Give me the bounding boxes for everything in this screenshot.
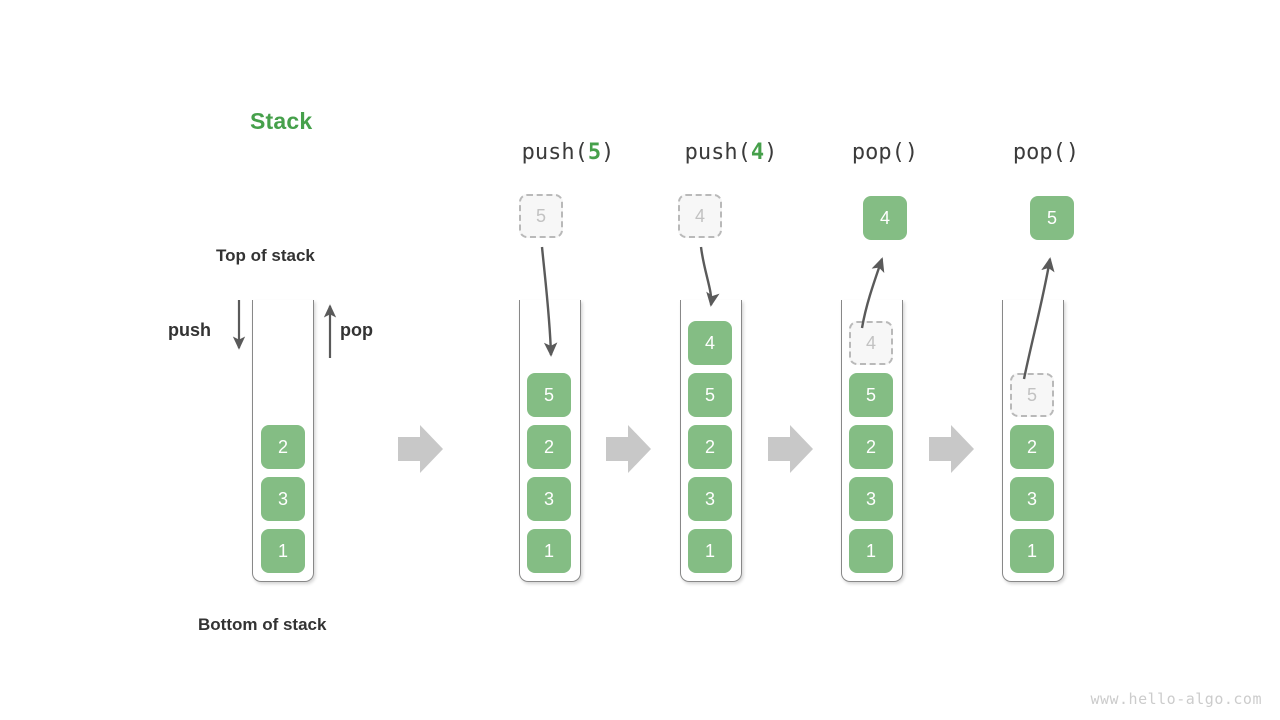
stack-box: 1	[849, 529, 893, 573]
stack-box: 3	[527, 477, 571, 521]
op-header-suffix: )	[764, 140, 778, 165]
push-4-insert-arrow	[699, 246, 720, 307]
stack-container-step2	[680, 300, 742, 582]
stack-container-initial	[252, 300, 314, 582]
transition-arrow-2	[606, 425, 651, 473]
op-header-arg: 5	[587, 140, 602, 165]
op-header-push-4: push(4)	[685, 140, 778, 165]
push-label: push	[168, 320, 211, 340]
op-header-suffix: )	[601, 140, 615, 165]
pop-label: pop	[340, 320, 373, 340]
stack-box-ghost: 4	[849, 321, 893, 365]
stack-box: 2	[1010, 425, 1054, 469]
op-header-suffix: )	[1065, 140, 1080, 165]
stack-box: 3	[1010, 477, 1054, 521]
stack-box: 3	[261, 477, 305, 521]
page-title: Stack	[250, 108, 313, 134]
op-header-arg: 4	[750, 140, 765, 165]
stack-box: 2	[688, 425, 732, 469]
op-header-push-5: push(5)	[522, 140, 615, 165]
popped-box: 4	[863, 196, 907, 240]
stack-container-step1	[519, 300, 581, 582]
watermark: www.hello-algo.com	[1090, 690, 1262, 708]
top-of-stack-label: Top of stack	[216, 246, 315, 265]
stack-box: 3	[849, 477, 893, 521]
op-header-prefix: pop(	[1012, 140, 1066, 165]
stack-container-step4	[1002, 300, 1064, 582]
transition-arrow-1	[398, 425, 443, 473]
stack-box: 5	[849, 373, 893, 417]
stack-box: 2	[261, 425, 305, 469]
op-header-prefix: pop(	[851, 140, 905, 165]
stack-box: 2	[849, 425, 893, 469]
popped-box: 5	[1030, 196, 1074, 240]
op-header-pop-1: pop()	[852, 140, 918, 165]
op-header-pop-2: pop()	[1013, 140, 1079, 165]
stack-box: 1	[688, 529, 732, 573]
op-header-prefix: push(	[684, 140, 751, 165]
stack-box: 1	[527, 529, 571, 573]
stack-box: 1	[261, 529, 305, 573]
stack-box: 5	[688, 373, 732, 417]
floating-box-ghost: 4	[678, 194, 722, 238]
transition-arrow-3	[768, 425, 813, 473]
stack-box: 2	[527, 425, 571, 469]
stack-box: 4	[688, 321, 732, 365]
floating-box-ghost: 5	[519, 194, 563, 238]
stack-box: 1	[1010, 529, 1054, 573]
stack-box: 5	[527, 373, 571, 417]
stack-box: 3	[688, 477, 732, 521]
bottom-of-stack-label: Bottom of stack	[198, 615, 327, 634]
op-header-suffix: )	[904, 140, 919, 165]
transition-arrow-4	[929, 425, 974, 473]
op-header-prefix: push(	[521, 140, 588, 165]
stack-box-ghost: 5	[1010, 373, 1054, 417]
stack-container-step3	[841, 300, 903, 582]
